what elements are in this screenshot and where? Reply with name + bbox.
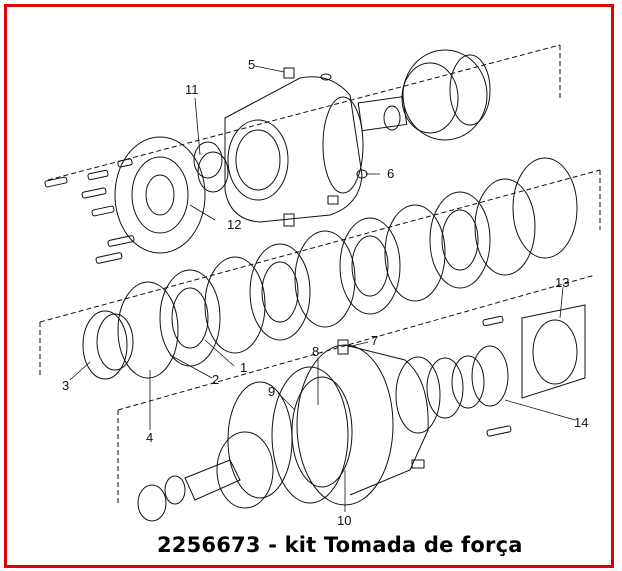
main-housing <box>224 67 368 227</box>
kit-caption: 2256673 - kit Tomada de força <box>157 533 523 557</box>
mounting-gasket <box>521 304 586 399</box>
callout-9: 9 <box>268 384 275 399</box>
clutch-disk-stack <box>82 157 578 380</box>
cover-bolts <box>44 158 135 264</box>
red-border-frame <box>4 4 614 568</box>
callout-8: 8 <box>312 344 319 359</box>
callout-11: 11 <box>185 82 199 97</box>
callout-1: 1 <box>240 360 247 375</box>
rear-cover <box>114 136 229 254</box>
shaft-and-drum <box>357 49 491 141</box>
callout-2: 2 <box>212 372 219 387</box>
callout-7: 7 <box>371 333 378 348</box>
leader-lines <box>69 65 576 512</box>
callout-12: 12 <box>227 217 241 232</box>
lower-assembly <box>137 315 512 522</box>
callout-5: 5 <box>248 57 255 72</box>
callout-4: 4 <box>146 430 153 445</box>
callout-6: 6 <box>387 166 394 181</box>
dashed-guide-bottom <box>117 274 596 505</box>
callout-labels: 5 11 6 12 13 7 8 1 2 3 9 14 4 10 <box>62 57 588 528</box>
callout-14: 14 <box>574 415 588 430</box>
callout-3: 3 <box>62 378 69 393</box>
dashed-guide-middle <box>39 169 601 375</box>
callout-13: 13 <box>555 275 569 290</box>
dashed-guide-top <box>47 44 561 181</box>
callout-10: 10 <box>337 513 351 528</box>
